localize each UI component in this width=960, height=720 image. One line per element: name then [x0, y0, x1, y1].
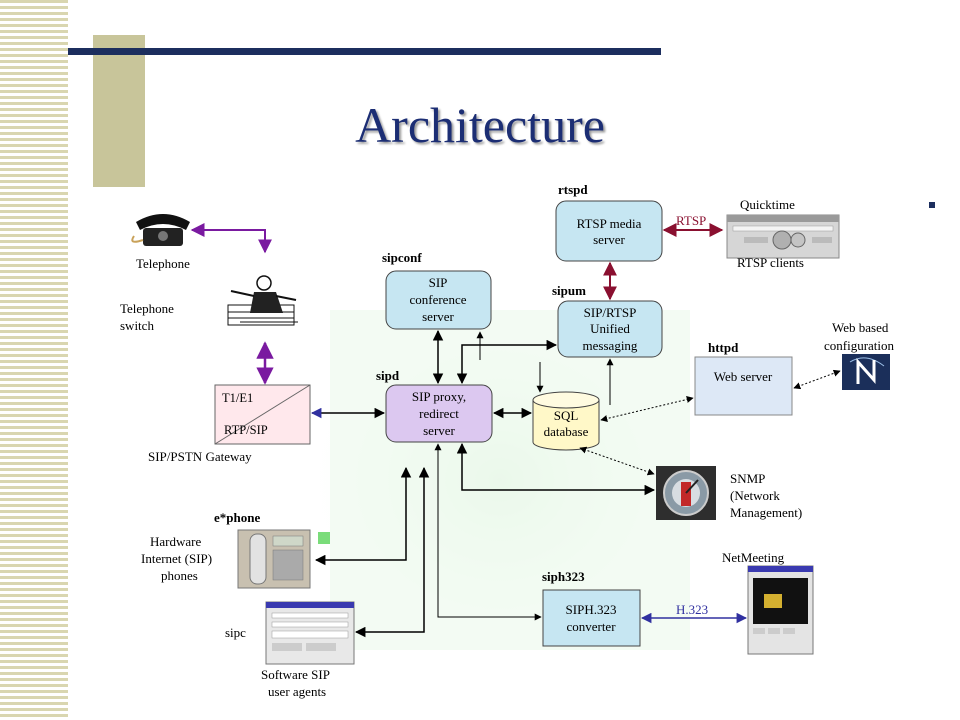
- quicktime-label: Quicktime: [740, 197, 795, 212]
- sql-database-label-1: SQL: [554, 408, 579, 423]
- sip-conference-server-label-2: conference: [409, 292, 466, 307]
- bullet-marker: [929, 202, 935, 208]
- sip-phone-icon: [237, 529, 311, 589]
- gateway-bottom-label: RTP/SIP: [224, 423, 268, 437]
- snmp-label-3: Management): [730, 505, 802, 520]
- slide-title: Architecture: [355, 97, 605, 153]
- sipd-tag: sipd: [376, 368, 400, 383]
- sql-database-label-2: database: [544, 424, 589, 439]
- gateway-caption: SIP/PSTN Gateway: [148, 449, 252, 464]
- link-proxy-h323: [434, 443, 542, 621]
- software-sip-label-1: Software SIP: [261, 667, 330, 682]
- link-telephone-switch: [190, 223, 272, 254]
- unified-messaging-label-1: SIP/RTSP: [584, 305, 637, 320]
- sip-conference-server-label-1: SIP: [429, 275, 448, 290]
- quicktime-window-icon: [726, 214, 840, 259]
- snmp-label-1: SNMP: [730, 471, 765, 486]
- gateway-top-label: T1/E1: [222, 391, 253, 405]
- h323-link-label: H.323: [676, 602, 708, 617]
- httpd-tag: httpd: [708, 340, 739, 355]
- rtsp-media-server-label-2: server: [593, 232, 625, 247]
- hardware-phones-label-1: Hardware: [150, 534, 201, 549]
- rtspd-tag: rtspd: [558, 182, 588, 197]
- sipc-label: sipc: [225, 625, 246, 640]
- phone-green-marker: [318, 532, 330, 544]
- telephone-switch-label-2: switch: [120, 318, 154, 333]
- link-web-config: [793, 369, 841, 390]
- netmeeting-window-icon: [747, 565, 814, 655]
- link-proxy-unified: [456, 339, 558, 385]
- snmp-gauge-icon: [656, 466, 716, 520]
- sip-proxy-server: [385, 384, 493, 443]
- web-config-label-2: configuration: [824, 338, 895, 353]
- rtsp-media-server-label: RTSP media: [577, 216, 642, 231]
- siph323-label-1: SIPH.323: [566, 602, 617, 617]
- link-proxy-software: [354, 466, 430, 638]
- unified-messaging-server: [557, 300, 663, 358]
- unified-messaging-label-3: messaging: [583, 338, 638, 353]
- sql-database: [532, 391, 600, 451]
- telephone-switch-label-1: Telephone: [120, 301, 174, 316]
- sip-conference-server-label-3: server: [422, 309, 454, 324]
- sip-proxy-label-3: server: [423, 423, 455, 438]
- web-server: [694, 356, 793, 416]
- ephone-label: e*phone: [214, 510, 260, 525]
- tan-block-decoration: [93, 35, 145, 187]
- siph323-converter: [542, 589, 641, 647]
- hardware-phones-label-3: phones: [161, 568, 198, 583]
- web-server-label: Web server: [714, 369, 773, 384]
- sip-proxy-label-1: SIP proxy,: [412, 389, 466, 404]
- siph323-tag: siph323: [542, 569, 585, 584]
- sipconf-tag: sipconf: [382, 250, 422, 265]
- sip-conference-server: [385, 270, 492, 330]
- title-rule: [68, 48, 661, 55]
- siph323-label-2: converter: [566, 619, 616, 634]
- hardware-phones-label-2: Internet (SIP): [141, 551, 212, 566]
- telephone-label: Telephone: [136, 256, 190, 271]
- telephone-icon: [131, 214, 190, 246]
- gateway-divider: [214, 384, 311, 445]
- rtsp-media-server: [555, 200, 663, 262]
- sip-proxy-label-2: redirect: [419, 406, 459, 421]
- netmeeting-label: NetMeeting: [722, 550, 785, 565]
- software-sip-window-icon: [265, 601, 355, 665]
- unified-messaging-label-2: Unified: [590, 321, 630, 336]
- web-config-label-1: Web based: [832, 320, 889, 335]
- rtsp-link-label: RTSP: [676, 213, 706, 228]
- snmp-label-2: (Network: [730, 488, 780, 503]
- software-sip-label-2: user agents: [268, 684, 326, 699]
- rtsp-clients-label: RTSP clients: [737, 255, 804, 270]
- left-stripe-decoration: [0, 0, 68, 720]
- telephone-switch-icon: [227, 275, 298, 326]
- browser-logo-icon: [842, 354, 890, 390]
- sipum-tag: sipum: [552, 283, 586, 298]
